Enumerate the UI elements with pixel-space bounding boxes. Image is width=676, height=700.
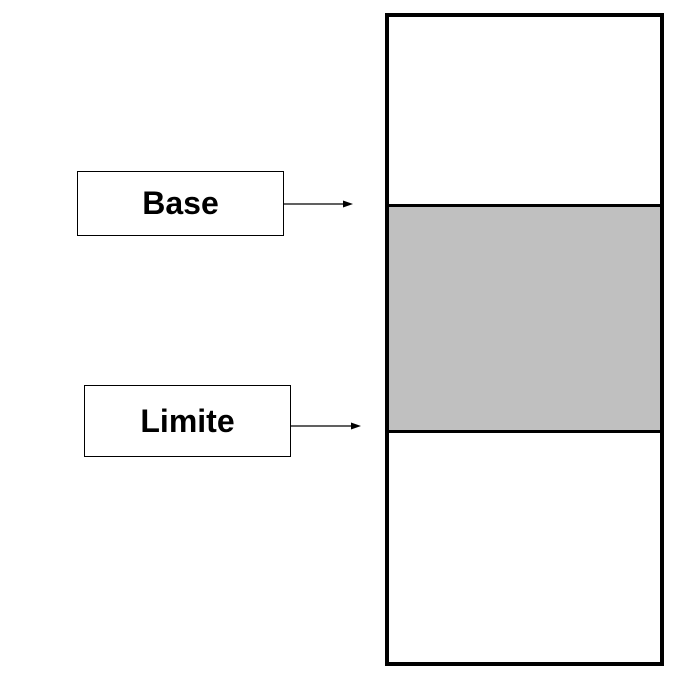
memory-segment-top [389,17,660,204]
limit-label-text: Limite [140,402,235,439]
limit-label-box: Limite [84,385,291,457]
base-label-text: Base [142,185,219,221]
base-arrow [284,200,353,208]
memory-segment-bottom [389,433,660,662]
limit-arrow [291,422,361,430]
memory-segment-allocated [389,204,660,433]
base-label-box: Base [77,171,284,236]
memory-block [385,13,664,666]
